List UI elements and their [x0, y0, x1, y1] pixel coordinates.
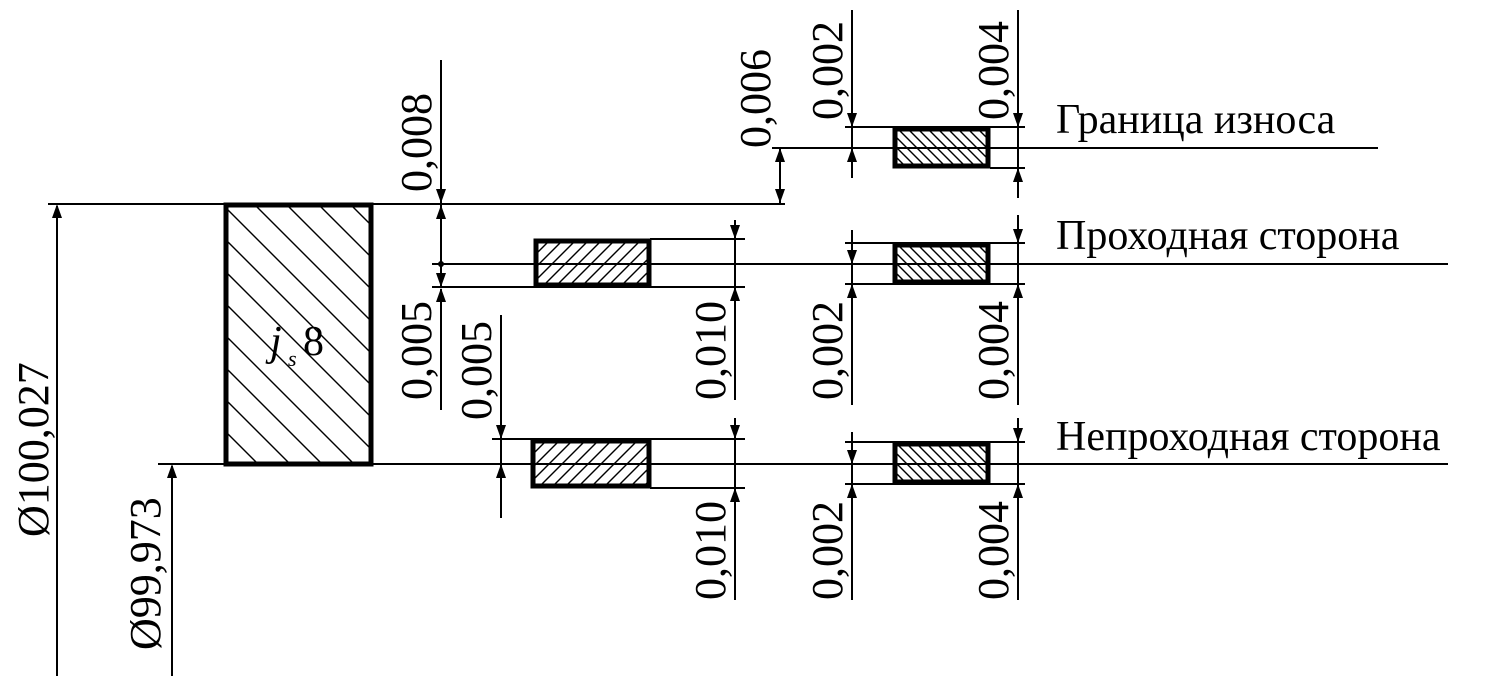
hatch-line	[895, 271, 906, 282]
hatch-line	[977, 245, 988, 256]
hatch-line	[927, 245, 966, 282]
dim-0-004-top: 0,004	[969, 21, 1018, 120]
hatch-line	[957, 245, 988, 276]
hatch-line	[226, 335, 355, 464]
hatch-line	[917, 245, 956, 282]
hatch-line	[565, 441, 612, 486]
hatch-line	[937, 129, 976, 166]
hatch-line	[896, 444, 936, 482]
no-go-check-gauge-zone	[892, 441, 991, 485]
go-side-label: Проходная сторона	[1056, 213, 1400, 259]
hatch-line	[926, 444, 966, 482]
hatch-line	[937, 245, 976, 282]
hatch-line	[226, 367, 323, 464]
hatch-line	[621, 257, 649, 285]
hatch-line	[591, 441, 638, 486]
hatch-line	[895, 471, 906, 482]
hatch-line	[916, 444, 956, 482]
hatch-line	[895, 135, 926, 166]
hatch-line	[226, 271, 371, 418]
hatch-line	[977, 129, 988, 140]
go-gauge-zone	[533, 238, 652, 288]
hatch-line	[957, 129, 988, 160]
hatch-line	[226, 303, 371, 450]
dim-0-002-bottom: 0,002	[803, 501, 852, 600]
hatch-line	[582, 241, 628, 285]
hatch-line	[634, 270, 649, 285]
hatch-line	[533, 441, 547, 455]
hatch-line	[895, 155, 906, 166]
dim-0-004-mid: 0,004	[969, 301, 1018, 400]
hatch-line	[956, 444, 988, 476]
no-go-gauge-zone	[530, 438, 652, 489]
dim-0-010-no-go: 0,010	[686, 501, 735, 600]
hatch-line	[533, 441, 560, 468]
dim-0-002-mid: 0,002	[803, 301, 852, 400]
hatch-line	[595, 241, 641, 285]
hatch-line	[947, 129, 986, 166]
tolerance-symbol-letter: j	[265, 319, 282, 365]
dim-0-010-go: 0,010	[686, 301, 735, 400]
dim-0-002-top: 0,002	[803, 21, 852, 120]
hatch-line	[604, 441, 649, 486]
hatch-line	[569, 241, 615, 285]
hatch-line	[543, 241, 589, 285]
dim-0-005-go: 0,005	[392, 301, 441, 400]
go-check-gauge-zone	[892, 242, 991, 285]
lower-diameter-label: Ø99,973	[121, 497, 170, 650]
hatch-line	[608, 244, 649, 285]
dim-0-004-bottom: 0,004	[969, 501, 1018, 600]
dim-0-008: 0,008	[392, 93, 441, 192]
hatch-line	[539, 441, 586, 486]
hatch-line	[917, 129, 956, 166]
tolerance-zone-js8	[223, 202, 802, 467]
dim-0-005-no-go: 0,005	[452, 321, 501, 420]
no-go-side-label: Непроходная сторона	[1056, 414, 1441, 460]
hatch-line	[906, 444, 946, 482]
dim-0-006: 0,006	[731, 49, 780, 148]
dimension-lines	[52, 10, 1023, 676]
hatch-line	[895, 451, 926, 482]
hatch-line	[552, 441, 599, 486]
hatch-line	[254, 205, 371, 322]
hatch-line	[226, 239, 371, 386]
hatch-line	[897, 245, 936, 282]
wear-check-gauge-zone	[892, 126, 991, 169]
upper-diameter-label: Ø100,027	[9, 362, 58, 537]
hatch-line	[936, 444, 976, 482]
hatch-line	[946, 444, 986, 482]
hatch-line	[897, 129, 936, 166]
hatch-line	[286, 205, 371, 290]
hatch-line	[630, 467, 649, 486]
hatch-line	[907, 129, 946, 166]
hatch-line	[536, 241, 550, 255]
hatch-line	[947, 245, 986, 282]
hatch-line	[578, 441, 625, 486]
hatch-line	[536, 241, 563, 268]
hatch-line	[543, 205, 802, 464]
hatch-line	[617, 454, 649, 486]
wear-limit-label: Граница износа	[1056, 97, 1336, 143]
hatch-line	[226, 207, 371, 354]
hatch-line	[976, 444, 988, 456]
hatch-line	[927, 129, 966, 166]
hatch-line	[895, 251, 926, 282]
hatch-line	[556, 241, 602, 285]
tolerance-symbol-subscript: s	[288, 346, 297, 371]
hatch-line	[226, 399, 291, 464]
hatch-line	[907, 245, 946, 282]
hatch-line	[318, 205, 371, 258]
tolerance-symbol-grade: 8	[303, 319, 324, 365]
